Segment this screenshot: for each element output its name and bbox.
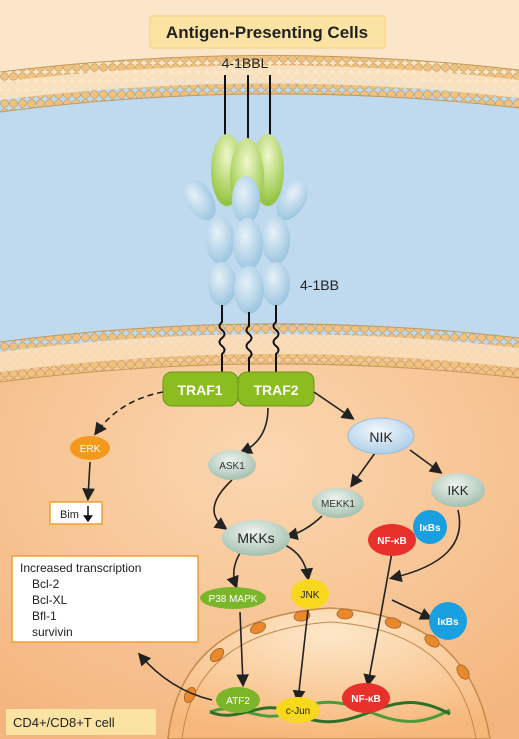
erk-node bbox=[70, 436, 110, 460]
erk-label: ERK bbox=[80, 444, 101, 455]
ask1-label: ASK1 bbox=[219, 461, 245, 472]
receptor-transmembrane bbox=[218, 305, 280, 380]
traf2-label: TRAF2 bbox=[253, 382, 298, 398]
bim-label: Bim bbox=[60, 509, 79, 521]
gene-item: Bcl-XL bbox=[32, 593, 68, 607]
down-arrow-icon bbox=[83, 506, 93, 523]
traf1-label: TRAF1 bbox=[177, 382, 222, 398]
ligand-label: 4-1BBL bbox=[222, 55, 269, 71]
ikk-label: IKK bbox=[448, 483, 469, 498]
atf2-node bbox=[216, 687, 260, 713]
p38-node bbox=[200, 587, 266, 609]
nik-label: NIK bbox=[369, 429, 393, 445]
p38-label: P38 MAPK bbox=[209, 594, 258, 605]
mkks-label: MKKs bbox=[237, 530, 274, 546]
nfkb-nuclear-node bbox=[342, 683, 390, 713]
apc-membrane bbox=[0, 54, 519, 113]
extracellular-space bbox=[0, 76, 519, 361]
jnk-node bbox=[291, 579, 329, 609]
receptor-label: 4-1BB bbox=[300, 277, 339, 293]
header-title: Antigen-Presenting Cells bbox=[166, 23, 368, 42]
ikbs-free-label: IκBs bbox=[437, 617, 459, 628]
transcription-box bbox=[11, 555, 199, 643]
jnk-label: JNK bbox=[301, 590, 320, 601]
nfkb-nuclear-label: NF-κB bbox=[351, 694, 380, 705]
traf2-box bbox=[237, 371, 315, 407]
cjun-node bbox=[276, 697, 320, 723]
pathway-arrows bbox=[82, 391, 461, 704]
receptor-trimer bbox=[184, 176, 308, 314]
cjun-label: c-Jun bbox=[286, 706, 310, 717]
mkks-node bbox=[222, 520, 290, 556]
tcell-membrane bbox=[0, 323, 519, 383]
transcription-heading: Increased transcription bbox=[20, 561, 141, 575]
nik-node bbox=[347, 417, 415, 455]
gene-item: Bfl-1 bbox=[32, 609, 57, 623]
ikbs-node bbox=[413, 510, 447, 544]
header-box bbox=[149, 15, 386, 49]
ikbs-label: IκBs bbox=[419, 523, 441, 534]
mekk1-label: MEKK1 bbox=[321, 499, 355, 510]
ikbs-free-node bbox=[429, 602, 467, 640]
atf2-label: ATF2 bbox=[226, 696, 250, 707]
ligand-stalks bbox=[224, 75, 271, 140]
gene-item: Bcl-2 bbox=[32, 577, 60, 591]
nfkb-node bbox=[368, 524, 416, 556]
mekk1-node bbox=[312, 488, 364, 518]
gene-item: survivin bbox=[32, 625, 73, 639]
cell-label: CD4+/CD8+T cell bbox=[13, 715, 115, 730]
ikk-node bbox=[431, 473, 485, 507]
footer-box bbox=[6, 709, 156, 735]
ask1-node bbox=[208, 450, 256, 480]
nfkb-label: NF-κB bbox=[377, 536, 406, 547]
